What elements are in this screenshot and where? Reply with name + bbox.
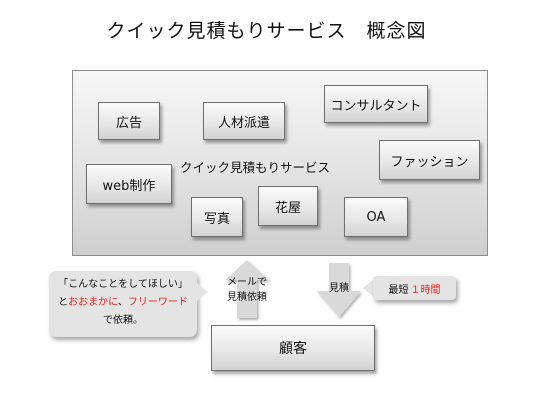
up-arrow-label: メールで 見積依頼: [227, 277, 267, 303]
time-prefix: 最短: [388, 284, 409, 296]
category-web[interactable]: web制作: [86, 164, 172, 204]
page-title: クイック見積もりサービス 概念図: [106, 20, 427, 42]
category-florist[interactable]: 花屋: [258, 186, 318, 226]
down-arrow-icon: [317, 263, 361, 317]
request-line-3: で依頼。: [103, 315, 143, 326]
service-label: クイック見積もりサービス: [180, 160, 331, 175]
up-arrow-icon: [225, 260, 269, 318]
time-value: １時間: [410, 284, 441, 296]
request-line-1: 「こんなことをしてほしい」: [58, 279, 188, 290]
category-ad[interactable]: 広告: [98, 102, 160, 140]
customer-box[interactable]: 顧客: [211, 325, 375, 371]
category-oa[interactable]: OA: [344, 197, 408, 237]
category-consultant[interactable]: コンサルタント: [324, 85, 428, 123]
category-fashion[interactable]: ファッション: [379, 140, 480, 180]
category-staffing[interactable]: 人材派遣: [203, 102, 285, 140]
category-photo[interactable]: 写真: [191, 197, 243, 237]
request-line-2: とおおまかに、フリーワード: [58, 297, 188, 308]
request-bubble: 「こんなことをしてほしい」 とおおまかに、フリーワード で依頼。: [49, 271, 197, 337]
down-arrow-label: 見積: [329, 283, 349, 294]
time-bubble-pointer: [363, 280, 373, 296]
request-bubble-pointer: [197, 283, 208, 301]
